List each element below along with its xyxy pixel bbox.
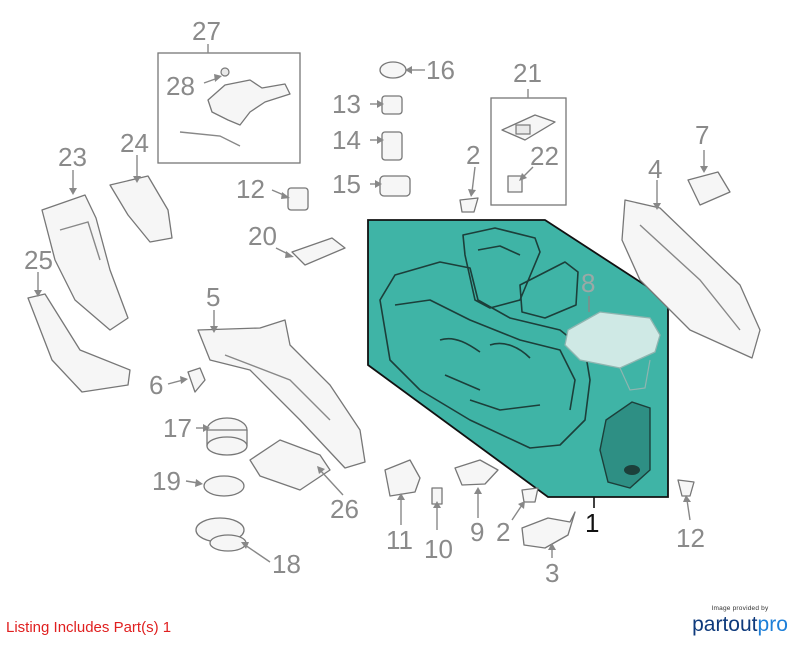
callout-12-bottom: 12 — [676, 523, 705, 553]
callout-20: 20 — [248, 221, 277, 251]
screw-part-2-bottom — [521, 487, 539, 503]
callout-18: 18 — [272, 549, 301, 579]
callout-14: 14 — [332, 125, 361, 155]
callout-26: 26 — [330, 494, 359, 524]
panel-part-4 — [621, 199, 761, 359]
callout-19: 19 — [152, 466, 181, 496]
credit-caption: Image provided by — [711, 605, 769, 612]
callout-3: 3 — [545, 558, 559, 588]
callout-12-top: 12 — [236, 174, 265, 204]
plug-part-13 — [381, 95, 403, 115]
trim-part-23 — [41, 194, 129, 331]
knob-part-16 — [379, 61, 407, 79]
bezel-part-21 — [501, 114, 556, 141]
clip-part-12-top — [287, 187, 309, 211]
callout-9: 9 — [470, 517, 484, 547]
callout-21: 21 — [513, 58, 542, 88]
trim-part-24 — [109, 175, 173, 243]
bezel-part-20 — [291, 237, 346, 266]
callout-5: 5 — [206, 282, 220, 312]
clip-part-12-bottom — [677, 479, 695, 497]
callout-25: 25 — [24, 245, 53, 275]
shifter-part-28 — [179, 67, 291, 147]
callout-24: 24 — [120, 128, 149, 158]
image-credit: Image provided by partoutpro — [690, 605, 790, 637]
callout-2-top: 2 — [466, 140, 480, 170]
cup-part-18 — [195, 517, 247, 552]
socket-part-15 — [379, 175, 411, 197]
callout-28: 28 — [166, 71, 195, 101]
callout-17: 17 — [163, 413, 192, 443]
trim-part-25 — [27, 293, 131, 393]
callout-8: 8 — [581, 268, 595, 298]
brand-accent: pro — [757, 613, 788, 636]
cupholder-part-17 — [206, 417, 248, 456]
callout-22: 22 — [530, 141, 559, 171]
callout-2-bottom: 2 — [496, 517, 510, 547]
callout-11: 11 — [386, 525, 413, 555]
callout-labels: 27 28 16 13 14 15 12 21 22 2 7 4 23 24 2… — [24, 16, 709, 588]
tray-part-26 — [249, 439, 331, 491]
switch-part-22 — [507, 175, 523, 193]
socket-part-14 — [381, 131, 403, 161]
switch-part-11 — [384, 459, 421, 497]
callout-1: 1 — [585, 508, 599, 538]
brand-name: partout — [692, 613, 758, 636]
callout-27: 27 — [192, 16, 221, 46]
callout-16: 16 — [426, 55, 455, 85]
screw-part-2-top — [459, 197, 479, 213]
group-box-27 — [157, 52, 301, 164]
callout-13: 13 — [332, 89, 361, 119]
callout-4: 4 — [648, 154, 662, 184]
brand-logo: partoutpro — [690, 613, 790, 637]
part-1-highlight[interactable] — [367, 219, 669, 498]
armrest-part-8 — [564, 311, 661, 391]
callout-10: 10 — [424, 534, 453, 564]
bracket-part-3 — [521, 511, 576, 549]
leader-lines — [34, 44, 708, 563]
callout-15: 15 — [332, 169, 361, 199]
callout-23: 23 — [58, 142, 87, 172]
listing-note: Listing Includes Part(s) 1 — [6, 619, 172, 636]
switch-part-9 — [454, 459, 499, 486]
callout-6: 6 — [149, 370, 163, 400]
ring-part-19 — [203, 475, 245, 497]
callout-7: 7 — [695, 120, 709, 150]
clip-part-7 — [687, 171, 731, 206]
clip-part-6 — [187, 367, 206, 393]
side-panel-part-5 — [197, 319, 366, 469]
